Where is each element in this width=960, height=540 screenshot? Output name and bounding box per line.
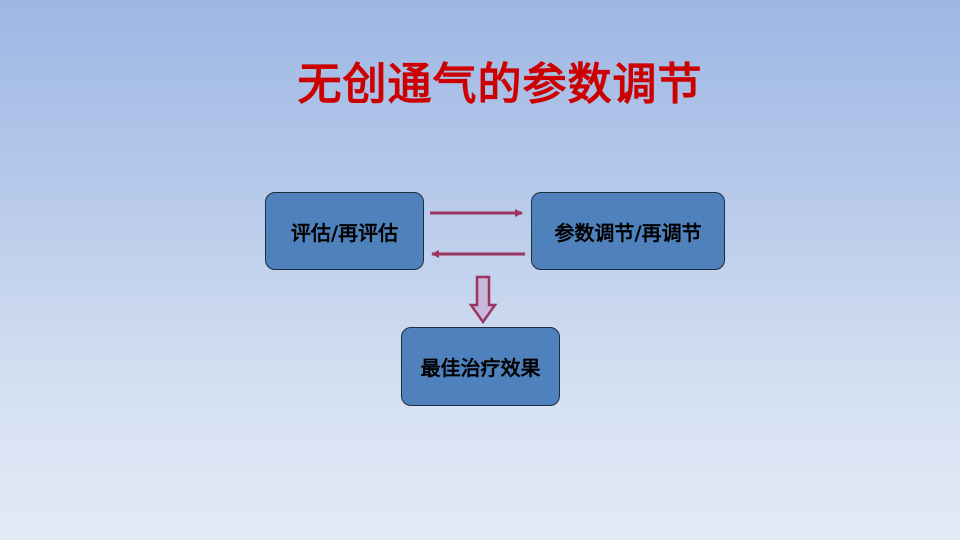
node-parameter-adjust-label: 参数调节/再调节	[554, 220, 702, 245]
node-parameter-adjust: 参数调节/再调节	[531, 192, 725, 270]
node-best-result: 最佳治疗效果	[401, 327, 560, 406]
arrow-down-to-result	[468, 275, 498, 325]
node-evaluate: 评估/再评估	[265, 192, 424, 270]
slide-title: 无创通气的参数调节	[297, 59, 703, 110]
node-evaluate-label: 评估/再评估	[290, 220, 399, 245]
node-best-result-label: 最佳治疗效果	[420, 356, 541, 380]
